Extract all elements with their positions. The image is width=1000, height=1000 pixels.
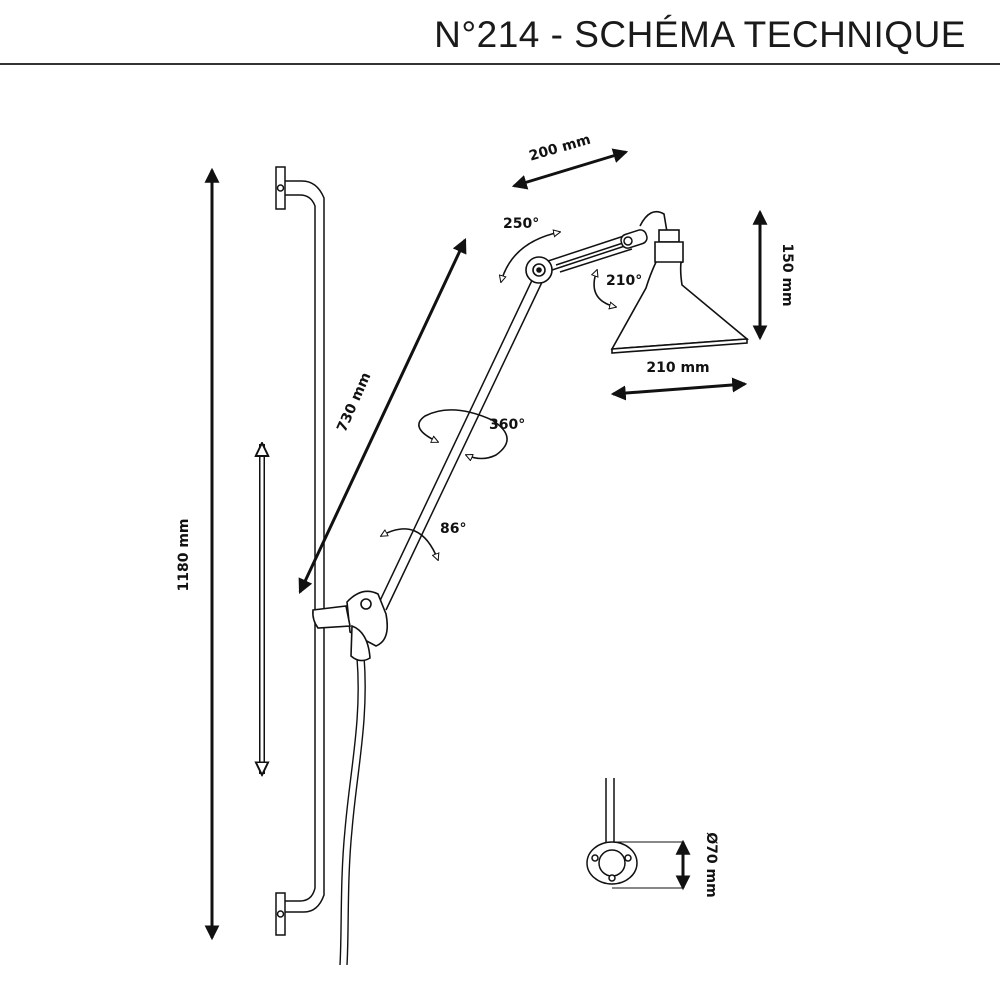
elbow-joint <box>525 256 553 284</box>
shade-width-label: 210 mm <box>646 360 709 376</box>
lamp-shade <box>610 210 750 354</box>
head-rotation-arrow <box>594 270 616 307</box>
wall-rail <box>275 166 325 936</box>
rail-clamp <box>312 590 389 662</box>
title-divider <box>0 63 1000 65</box>
tilt-rotation-arrow <box>381 528 438 560</box>
page-title: N°214 - SCHÉMA TECHNIQUE <box>434 14 966 55</box>
rotation-arrows <box>381 232 616 560</box>
shade-height-label: 150 mm <box>779 243 795 306</box>
dimension-lines <box>204 148 768 941</box>
power-cord <box>339 655 366 966</box>
upper-arm <box>541 233 635 273</box>
arm-reach-label: 200 mm <box>527 132 592 165</box>
tilt-angle-label: 86° <box>440 521 466 537</box>
arm-length-label: 730 mm <box>334 370 374 434</box>
head-angle-label: 210° <box>606 273 642 289</box>
base-detail <box>586 778 683 889</box>
swivel-rotation-arrow <box>418 409 508 459</box>
total-height-label: 1180 mm <box>176 518 192 591</box>
arm-length-dimension <box>298 237 467 595</box>
elbow-angle-label: 250° <box>503 216 539 232</box>
swivel-angle-label: 360° <box>489 417 525 433</box>
shade-width-dimension <box>610 377 748 401</box>
head-joint <box>620 229 648 249</box>
elbow-rotation-arrow <box>501 232 560 282</box>
arm-reach-dimension <box>511 148 629 190</box>
base-diameter-label: Ø70 mm <box>703 832 719 897</box>
lower-arm <box>377 273 545 611</box>
